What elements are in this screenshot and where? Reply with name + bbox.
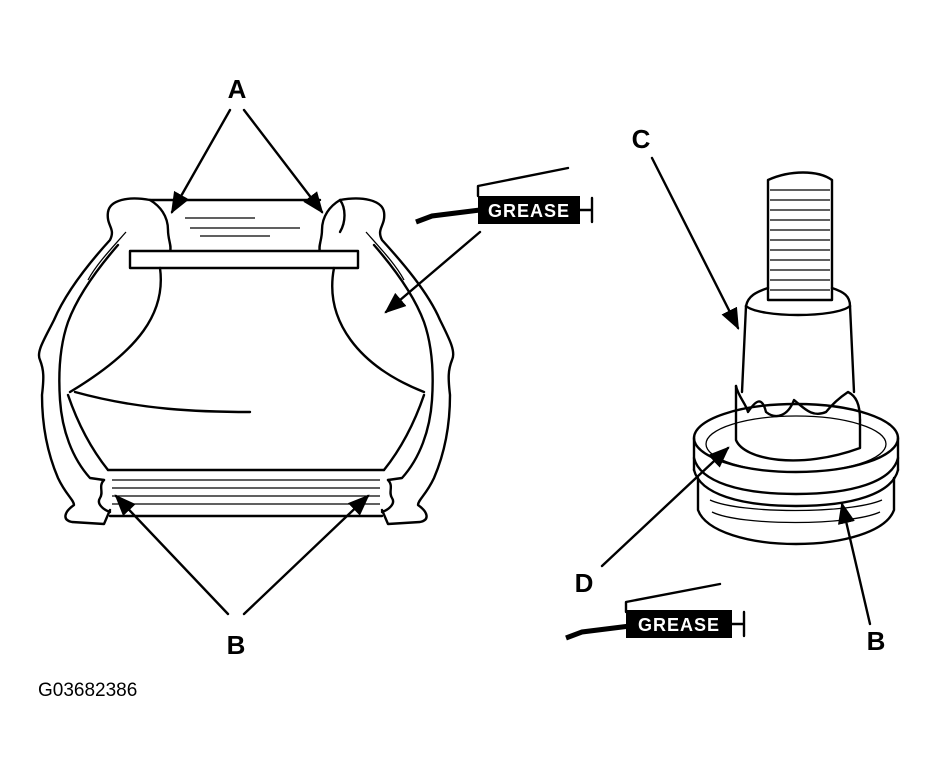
callout-b-left: B (114, 494, 370, 660)
collar-top (692, 402, 900, 474)
dust-boot (37, 197, 455, 526)
label-b-left: B (227, 630, 246, 660)
threaded-stud (766, 171, 834, 302)
ball-joint (692, 171, 900, 546)
label-c: C (632, 124, 651, 154)
callout-b-right: B (838, 501, 886, 656)
grease-tag-upper (478, 196, 580, 224)
callout-d: D (575, 446, 730, 598)
label-d: D (575, 568, 594, 598)
grease-tag-lower (626, 610, 732, 638)
callout-a: A (170, 74, 324, 214)
retaining-ring (128, 249, 360, 270)
label-a: A (228, 74, 247, 104)
boot-outer-outline (37, 197, 152, 526)
boot-outer-outline-right (338, 197, 455, 526)
label-b-right: B (867, 626, 886, 656)
figure-id: G03682386 (38, 680, 137, 701)
grease-label-lower: GREASE (638, 615, 720, 635)
callout-c: C (632, 124, 740, 330)
grease-tube-upper: GREASE (384, 166, 594, 314)
grease-label-upper: GREASE (488, 201, 570, 221)
grease-tube-lower: GREASE (565, 582, 746, 641)
